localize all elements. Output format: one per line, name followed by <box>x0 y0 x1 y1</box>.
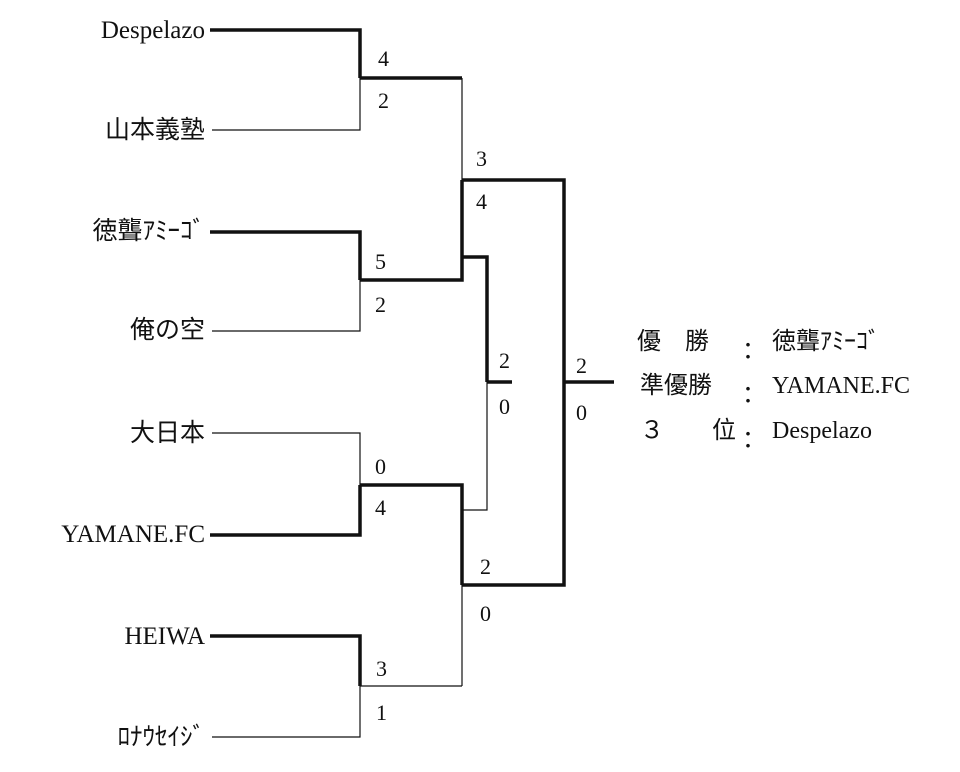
champion-name: 徳聾ｱﾐｰｺﾞ <box>772 329 880 355</box>
bracket-line-third-upper <box>462 255 489 382</box>
champion-label: 優 勝 <box>637 329 709 355</box>
match-score: 2 <box>378 88 389 113</box>
match-score: 2 <box>499 348 510 373</box>
match-score: 3 <box>476 146 487 171</box>
bracket-line-match-c-out <box>360 483 464 585</box>
team-name: HEIWA <box>124 623 205 650</box>
bracket-line-orenosora <box>212 280 361 332</box>
team-name: 徳聾ｱﾐｰｺﾞ <box>92 218 205 245</box>
match-score: 2 <box>576 353 587 378</box>
match-score: 2 <box>480 554 491 579</box>
bracket-line-yamane <box>210 485 362 537</box>
match-score: 1 <box>376 700 387 725</box>
team-name: YAMANE.FC <box>61 521 205 548</box>
team-name: ﾛﾅｳｾｲｼﾞ <box>117 724 205 751</box>
match-score: 5 <box>375 249 386 274</box>
runner-up-name: YAMANE.FC <box>772 373 911 399</box>
team-name: 俺の空 <box>129 317 205 344</box>
bracket-line-dainippon <box>212 432 361 485</box>
match-score: 4 <box>476 189 487 214</box>
third-place-name: Despelazo <box>772 418 872 444</box>
third-place-separator: ： <box>742 427 766 453</box>
bracket-line-despelazo <box>210 28 362 78</box>
bracket-line-semi2-out <box>462 382 566 587</box>
match-score: 0 <box>576 400 587 425</box>
team-name: 大日本 <box>129 420 205 447</box>
match-score: 0 <box>499 394 510 419</box>
bracket-line-third-lower <box>462 382 488 511</box>
match-score: 2 <box>375 292 386 317</box>
bracket-line-semi1-out <box>462 178 566 382</box>
bracket-line-match-b-out <box>360 180 464 282</box>
bracket-line-heiwa <box>210 634 362 686</box>
match-score: 4 <box>375 495 386 520</box>
champion-separator: ： <box>742 338 766 364</box>
match-score: 0 <box>375 454 386 479</box>
runner-up-label: 準優勝 <box>640 373 712 399</box>
bracket-line-yamamoto <box>212 78 361 131</box>
match-score: 4 <box>378 46 389 71</box>
match-score: 0 <box>480 601 491 626</box>
team-name: 山本義塾 <box>104 117 205 144</box>
runner-up-separator: ： <box>742 382 766 408</box>
third-place-label: ３ 位 <box>640 418 736 444</box>
bracket-line-ronau <box>212 686 361 738</box>
bracket-line-tokuro <box>210 230 362 280</box>
team-name: Despelazo <box>100 17 205 44</box>
match-score: 3 <box>376 656 387 681</box>
